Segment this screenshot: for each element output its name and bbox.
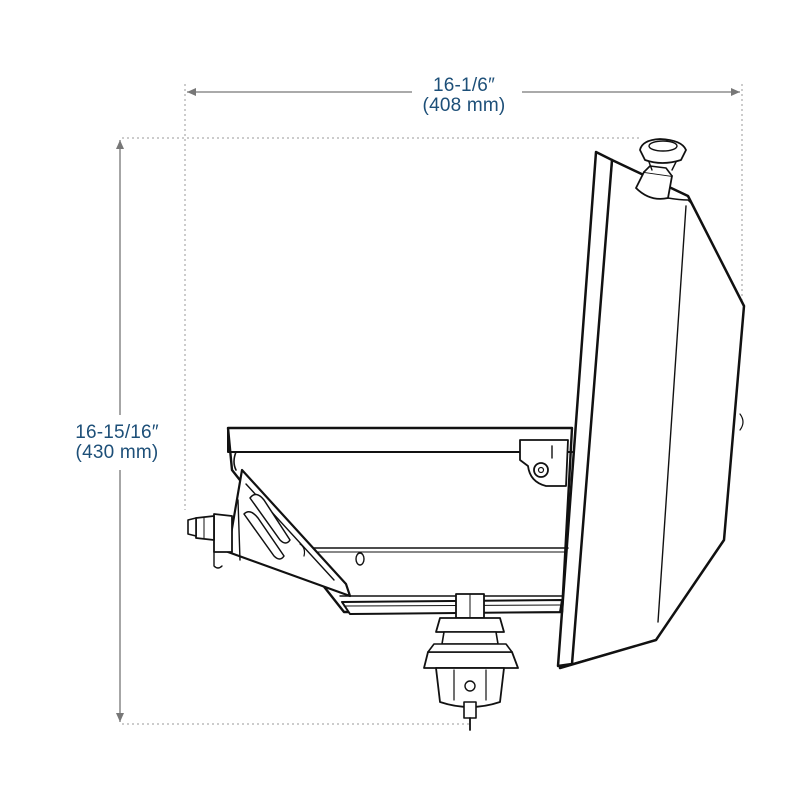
mounting-bracket [519,439,569,487]
width-imperial: 16-1/6″ [433,75,495,96]
height-dimension-label: 16-15/16″ (430 mm) [42,423,192,463]
push-button-housing [226,468,352,598]
width-dimension-label: 16-1/6″ (408 mm) [364,76,564,116]
extension-lines [122,84,743,725]
height-metric: (430 mm) [75,442,159,463]
bottom-rail [341,599,563,615]
back-panel [558,158,746,670]
height-imperial: 16-15/16″ [75,422,159,443]
push-button [187,513,233,569]
dimension-lines [116,88,740,722]
waste-fitting [423,593,519,731]
width-metric: (408 mm) [422,95,506,116]
top-valve [635,138,693,205]
front-flange [556,150,657,668]
